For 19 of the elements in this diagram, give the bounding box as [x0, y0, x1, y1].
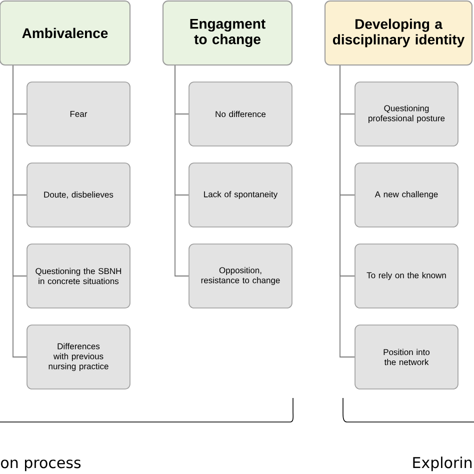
- item-box: No difference: [188, 82, 292, 146]
- item-box: To rely on the known: [354, 244, 458, 308]
- connector: [174, 65, 190, 276]
- item-box: Doute, disbelieves: [26, 162, 130, 228]
- item-box: Questioning professional posture: [354, 82, 458, 146]
- item-box: Differences with previous nursing practice: [26, 324, 130, 390]
- category-box: Engagment to change: [162, 0, 292, 66]
- item-box: Lack of spontaneity: [188, 162, 292, 228]
- category-box: Ambivalence: [0, 0, 130, 66]
- category-box: Developing a disciplinary identity: [324, 0, 472, 66]
- item-box: Fear: [26, 82, 130, 146]
- group-label: Explorin: [413, 456, 472, 472]
- group-label: on process: [1, 460, 81, 472]
- item-box: Position into the network: [354, 324, 458, 390]
- connector: [340, 65, 356, 358]
- item-box: Opposition, resistance to change: [188, 244, 292, 308]
- item-box: Questioning the SBNH in concrete situations: [26, 244, 130, 308]
- item-box: A new challenge: [354, 162, 458, 228]
- connector: [12, 65, 28, 358]
